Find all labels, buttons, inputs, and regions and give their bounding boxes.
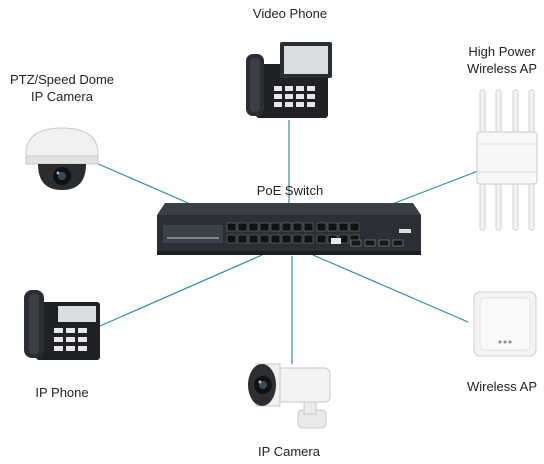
dome-camera-icon [25, 127, 99, 190]
link-ip-phone [99, 254, 263, 327]
high-power-ap-label: High Power Wireless AP [442, 43, 544, 77]
poe-switch-label: PoE Switch [256, 183, 324, 198]
ip-camera-label: IP Camera [258, 444, 320, 459]
desk-phone-icon [24, 290, 100, 360]
link-ptz-camera [95, 162, 196, 207]
ptz-camera-label: PTZ/Speed Dome IP Camera [2, 71, 122, 105]
ptz-camera-label-line2: IP Camera [31, 89, 93, 104]
link-high-power-ap [386, 170, 479, 207]
high-power-ap-label-line1: High Power [468, 44, 536, 59]
outdoor-ap-icon [476, 89, 538, 231]
video-phone-label: Video Phone [252, 6, 328, 21]
ip-phone-label: IP Phone [35, 385, 89, 400]
poe-switch-icon [157, 203, 421, 255]
link-wireless-ap [312, 254, 469, 323]
ptz-camera-label-line1: PTZ/Speed Dome [9, 72, 115, 87]
high-power-ap-label-line2: Wireless AP [466, 61, 538, 76]
ceiling-ap-icon [473, 291, 537, 357]
wireless-ap-label: Wireless AP [466, 379, 538, 394]
bullet-camera-icon [248, 363, 331, 429]
video-phone-icon [246, 42, 332, 118]
